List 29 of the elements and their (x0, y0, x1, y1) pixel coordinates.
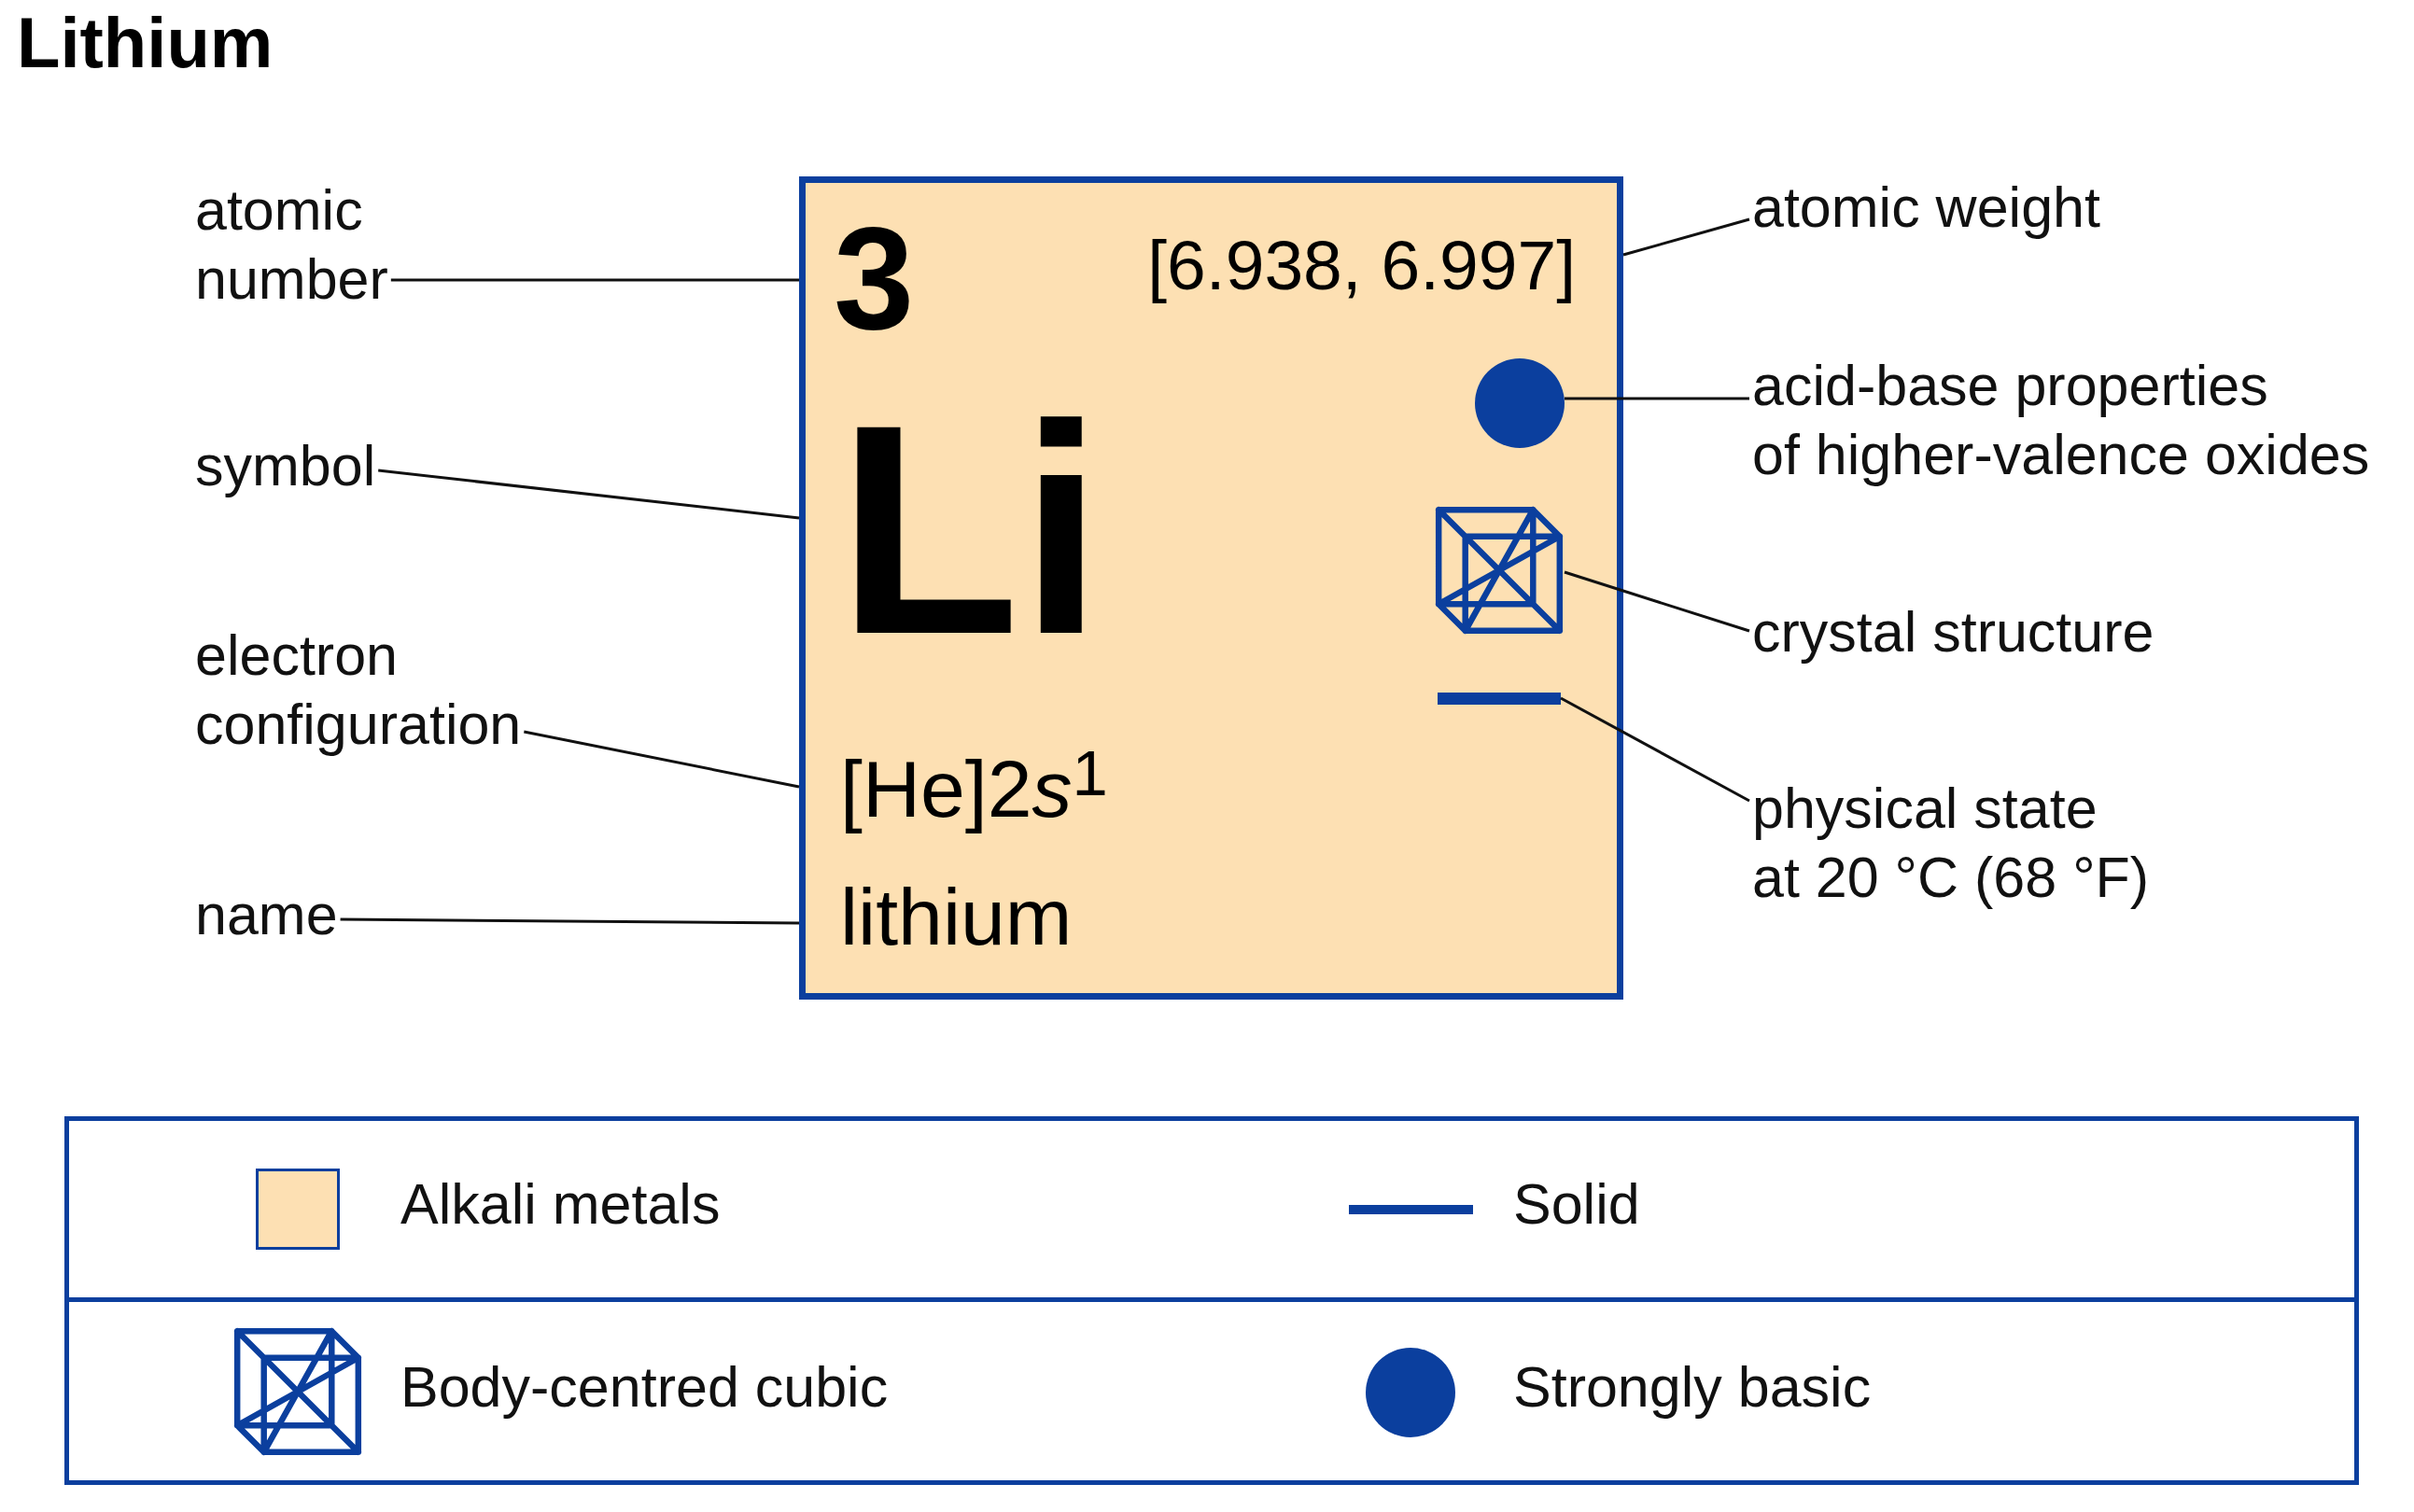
callout-label: electron configuration (195, 621, 522, 759)
title: Lithium (17, 7, 274, 78)
leader-line (340, 917, 799, 925)
callout-label: name (195, 880, 338, 949)
leader-line (378, 469, 800, 520)
legend-label: Solid (1513, 1171, 1640, 1238)
leader-line (524, 730, 800, 789)
callout-label: physical state at 20 °C (68 °F) (1752, 774, 2150, 912)
element-tile (799, 176, 1623, 1000)
callout-label: atomic weight (1752, 173, 2100, 242)
element-name: lithium (840, 876, 1073, 957)
leader-line (1560, 696, 1750, 803)
callout-label: symbol (195, 431, 376, 500)
legend-label: Body-centred cubic (400, 1354, 889, 1421)
atomic-number: 3 (834, 206, 915, 351)
leader-line (1622, 217, 1750, 257)
leader-line (1565, 397, 1749, 400)
element-symbol: Li (837, 380, 1103, 679)
electron-configuration: [He]2s$^{1}$ (840, 735, 1108, 835)
callout-label: acid-base properties of higher-valence oxides (1752, 351, 2370, 489)
leader-line (390, 278, 799, 282)
legend-label: Alkali metals (400, 1171, 721, 1238)
dash-icon (1438, 693, 1561, 705)
callout-label: crystal structure (1752, 597, 2154, 666)
leader-line (1564, 570, 1750, 633)
callout-label: atomic number (195, 175, 388, 314)
cube-icon (1434, 505, 1565, 636)
legend-label: Strongly basic (1513, 1354, 1872, 1421)
circle-icon (1475, 358, 1565, 448)
